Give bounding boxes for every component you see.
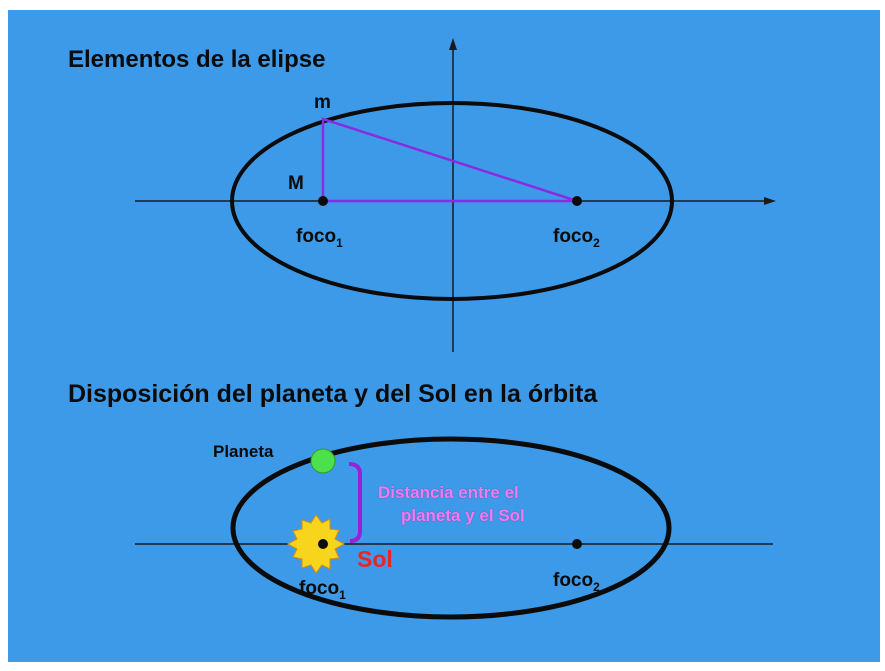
label-point-M: M xyxy=(288,173,304,194)
bottom-focus1-label: foco1 xyxy=(299,578,346,602)
bottom-focus2-base: foco xyxy=(553,570,594,591)
bottom-focus2-label: foco2 xyxy=(553,570,600,594)
top-ellipse xyxy=(230,101,674,301)
bottom-focus2-sub: 2 xyxy=(593,580,600,594)
bottom-title: Disposición del planeta y del Sol en la … xyxy=(68,380,598,408)
orbit-ellipse xyxy=(230,436,672,620)
top-horizontal-axis-arrow xyxy=(764,197,776,205)
top-focus1-label: foco1 xyxy=(296,226,343,250)
bottom-orbit-diagram xyxy=(135,436,773,620)
top-focus1-dot xyxy=(318,196,328,206)
bottom-focus1-dot xyxy=(318,539,328,549)
top-title: Elementos de la elipse xyxy=(68,46,326,73)
planet-label: Planeta xyxy=(213,442,274,461)
bottom-focus1-sub: 1 xyxy=(339,588,346,602)
top-focus1-base: foco xyxy=(296,226,337,247)
top-focus2-dot xyxy=(572,196,582,206)
sun-label: Sol xyxy=(357,546,393,572)
distance-label-line2: planeta y el Sol xyxy=(401,506,525,525)
top-focus2-base: foco xyxy=(553,226,594,247)
label-point-m: m xyxy=(314,92,331,113)
bottom-focus1-base: foco xyxy=(299,578,340,599)
top-ellipse-diagram xyxy=(135,38,776,352)
top-focus1-sub: 1 xyxy=(336,236,343,250)
top-focus2-sub: 2 xyxy=(593,236,600,250)
top-focus2-label: foco2 xyxy=(553,226,600,250)
planet-icon xyxy=(310,448,336,474)
distance-bracket xyxy=(348,462,362,543)
distance-label-line1: Distancia entre el xyxy=(378,483,519,502)
bottom-focus2-dot xyxy=(572,539,582,549)
top-vertical-axis-arrow xyxy=(449,38,457,50)
focal-triangle xyxy=(321,117,578,203)
sun-core xyxy=(305,533,327,555)
slide-background xyxy=(8,10,880,662)
